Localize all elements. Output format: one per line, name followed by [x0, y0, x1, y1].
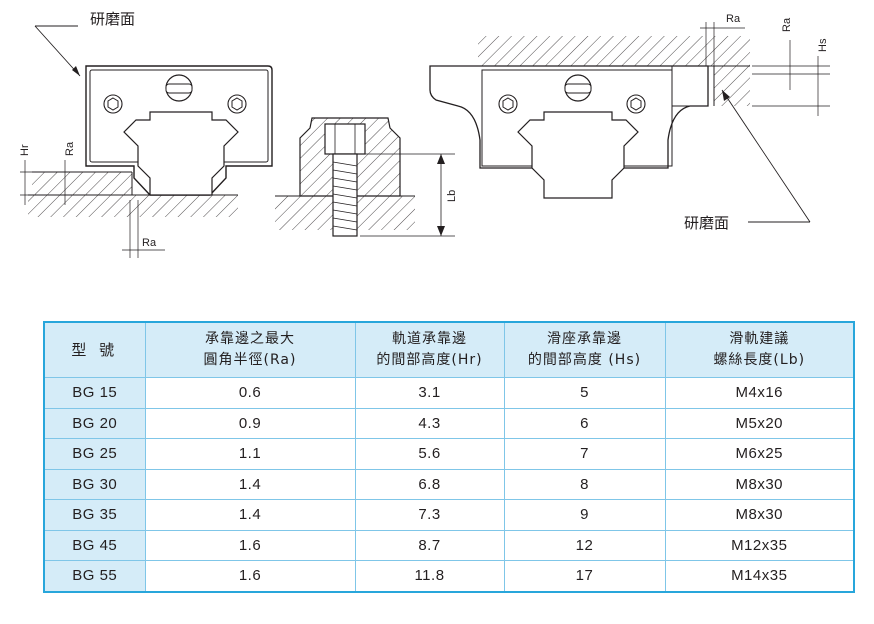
cell-lb: M6x25	[664, 438, 855, 470]
table-row: BG 30 1.4 6.8 8 M8x30	[43, 468, 855, 500]
left-figure: Hr Ra Ra 研磨面	[19, 10, 273, 258]
header-lb: 滑軌建議 螺絲長度(Lb)	[664, 321, 855, 378]
rail-shoulder-hatch	[32, 172, 132, 195]
cell-lb: M12x35	[664, 529, 855, 561]
cell-hs: 12	[503, 529, 666, 561]
header-hr: 軌道承靠邊 的間部高度(Hr)	[354, 321, 505, 378]
cell-model: BG 35	[43, 499, 146, 531]
cell-hs: 8	[503, 468, 666, 500]
header-hs-line2: 的間部高度 (Hs)	[527, 352, 642, 368]
dim-ra-right-vertical: Ra	[781, 17, 793, 32]
cell-ra: 1.4	[144, 468, 356, 500]
cell-ra: 1.1	[144, 438, 356, 470]
cell-hs: 17	[503, 560, 666, 592]
header-hr-line1: 軌道承靠邊	[392, 331, 467, 347]
table-header-row: 型 號 承靠邊之最大 圓角半徑(Ra) 軌道承靠邊 的間部高度(Hr) 滑座承靠…	[43, 321, 855, 378]
cell-hs: 7	[503, 438, 666, 470]
cell-hr: 11.8	[354, 560, 505, 592]
cell-model: BG 30	[43, 468, 146, 500]
header-ra: 承靠邊之最大 圓角半徑(Ra)	[144, 321, 356, 378]
cell-model: BG 25	[43, 438, 146, 470]
dim-ra-left-bottom: Ra	[142, 237, 157, 249]
dim-hr: Hr	[19, 144, 31, 156]
cell-hr: 6.8	[354, 468, 505, 500]
label-ground-surface-right: 研磨面	[684, 214, 729, 232]
header-hs: 滑座承靠邊 的間部高度 (Hs)	[503, 321, 666, 378]
dim-ra-left-vertical: Ra	[64, 141, 76, 156]
dim-lb: Lb	[446, 190, 458, 202]
cell-hr: 4.3	[354, 407, 505, 439]
cell-model: BG 15	[43, 377, 146, 409]
cell-lb: M5x20	[664, 407, 855, 439]
header-ra-line1: 承靠邊之最大	[205, 331, 295, 347]
bolt-head	[324, 123, 366, 155]
cell-ra: 1.6	[144, 560, 356, 592]
right-figure: Ra Ra Hs 研磨面	[429, 13, 830, 232]
cell-lb: M4x16	[664, 377, 855, 409]
header-ra-line2: 圓角半徑(Ra)	[203, 352, 297, 368]
header-lb-line1: 滑軌建議	[729, 331, 790, 347]
cell-model: BG 20	[43, 407, 146, 439]
cell-hs: 9	[503, 499, 666, 531]
cell-model: BG 45	[43, 529, 146, 561]
cell-ra: 0.9	[144, 407, 356, 439]
cell-hr: 7.3	[354, 499, 505, 531]
table-row: BG 15 0.6 3.1 5 M4x16	[43, 377, 855, 409]
dim-ra-right-top: Ra	[726, 13, 741, 25]
cell-hr: 5.6	[354, 438, 505, 470]
table-row: BG 45 1.6 8.7 12 M12x35	[43, 529, 855, 561]
label-ground-surface-left: 研磨面	[90, 10, 135, 28]
cell-hr: 8.7	[354, 529, 505, 561]
cell-lb: M8x30	[664, 499, 855, 531]
table-row: BG 55 1.6 11.8 17 M14x35	[43, 560, 855, 592]
cell-model: BG 55	[43, 560, 146, 592]
middle-figure: Lb	[275, 117, 458, 237]
header-lb-line2: 螺絲長度(Lb)	[713, 352, 806, 368]
header-hr-line2: 的間部高度(Hr)	[376, 352, 483, 368]
table-row: BG 20 0.9 4.3 6 M5x20	[43, 407, 855, 439]
cell-ra: 1.4	[144, 499, 356, 531]
technical-drawing: Hr Ra Ra 研磨面	[19, 10, 830, 258]
cell-hs: 5	[503, 377, 666, 409]
cell-lb: M8x30	[664, 468, 855, 500]
base-hatch-left	[28, 195, 238, 217]
cell-ra: 0.6	[144, 377, 356, 409]
cell-hr: 3.1	[354, 377, 505, 409]
cell-hs: 6	[503, 407, 666, 439]
cell-lb: M14x35	[664, 560, 855, 592]
header-hs-line1: 滑座承靠邊	[547, 331, 622, 347]
cell-ra: 1.6	[144, 529, 356, 561]
dim-hs: Hs	[817, 38, 829, 52]
header-model: 型 號	[43, 321, 146, 378]
rail-profile-right	[517, 111, 639, 199]
table-row: BG 35 1.4 7.3 9 M8x30	[43, 499, 855, 531]
table-row: BG 25 1.1 5.6 7 M6x25	[43, 438, 855, 470]
rail-profile-left	[123, 111, 239, 196]
spec-table: 型 號 承靠邊之最大 圓角半徑(Ra) 軌道承靠邊 的間部高度(Hr) 滑座承靠…	[43, 321, 855, 593]
